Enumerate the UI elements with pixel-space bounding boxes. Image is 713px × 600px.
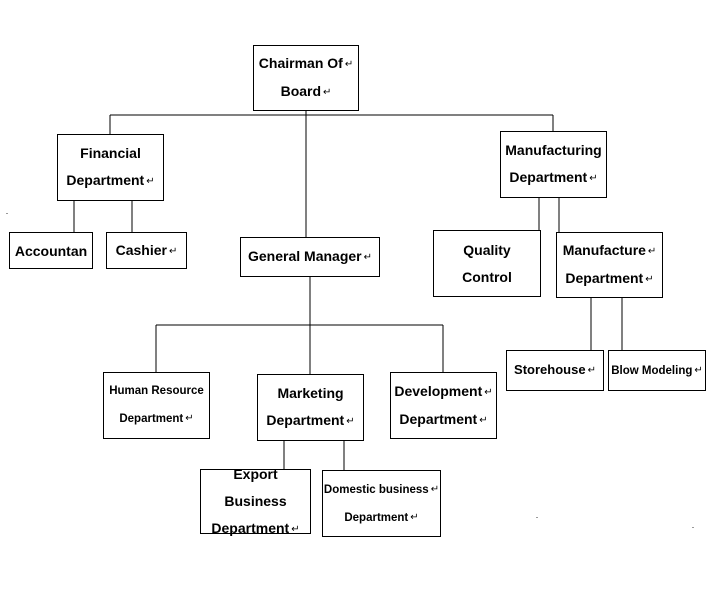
node-label-line: Chairman Of↵ (258, 55, 354, 71)
node-export-business-department: Export Business Department↵ (200, 466, 311, 536)
paragraph-mark: ↵ (323, 87, 332, 98)
node-label-line: Manufacturing (505, 142, 602, 158)
node-label-line: Storehouse↵ (514, 362, 596, 377)
node-blow-modeling: Blow Modeling↵ (608, 350, 706, 391)
node-financial-department: Financial Department↵ (57, 134, 164, 201)
node-storehouse: Storehouse↵ (506, 350, 604, 391)
paragraph-mark: ↵ (479, 414, 488, 426)
paragraph-mark: ↵ (647, 246, 657, 257)
node-label-line: Marketing (277, 385, 344, 401)
node-label-line: Human Resource (109, 385, 204, 397)
paragraph-mark: ↵ (185, 413, 194, 424)
node-label-line: Blow Modeling↵ (611, 364, 703, 377)
node-label-line: Quality (463, 241, 511, 258)
node-general-manager: General Manager↵ (240, 237, 380, 277)
node-label-line: Financial (80, 145, 141, 161)
paragraph-mark: ↵ (146, 176, 155, 187)
node-domestic-business-department: Domestic business↵ Department↵ (322, 470, 441, 537)
node-quality-control: Quality Control (433, 230, 541, 297)
paragraph-mark: ↵ (645, 274, 654, 285)
paragraph-mark: ↵ (168, 245, 178, 257)
node-label-line: General Manager↵ (248, 248, 372, 264)
node-label-line: Department↵ (266, 412, 355, 428)
node-label-line: Export Business (224, 465, 287, 509)
node-manufacture-department: Manufacture↵ Department↵ (556, 232, 663, 298)
node-label-line: Department↵ (344, 511, 419, 524)
node-label-line: Manufacture↵ (562, 242, 657, 258)
paragraph-mark: ↵ (410, 511, 419, 523)
paragraph-mark: ↵ (694, 364, 703, 376)
node-manufacturing-department: Manufacturing Department↵ (500, 131, 607, 198)
node-label-line: Control (462, 268, 512, 285)
node-label-line: Cashier↵ (115, 241, 178, 258)
node-development-department: Development↵ Department↵ (390, 372, 497, 439)
node-label-line: Domestic business↵ (323, 483, 440, 496)
stray-mark (536, 517, 538, 518)
stray-mark (692, 527, 694, 528)
node-label-line: Department↵ (399, 410, 488, 427)
paragraph-mark: ↵ (484, 386, 493, 398)
node-accountant: Accountan (9, 232, 93, 269)
node-chairman-of-board: Chairman Of↵ Board↵ (253, 45, 359, 111)
node-marketing-department: Marketing Department↵ (257, 374, 364, 441)
node-label-line: Department↵ (211, 519, 300, 536)
paragraph-mark: ↵ (344, 59, 354, 70)
node-label-line: Department↵ (119, 413, 194, 425)
node-cashier: Cashier↵ (106, 232, 187, 269)
paragraph-mark: ↵ (291, 523, 300, 535)
paragraph-mark: ↵ (346, 416, 355, 427)
paragraph-mark: ↵ (587, 365, 596, 376)
node-label-line: Department↵ (565, 270, 654, 286)
paragraph-mark: ↵ (430, 483, 440, 495)
node-label-line: Accountan (14, 242, 88, 259)
node-label-line: Department↵ (66, 172, 155, 188)
node-human-resource-department: Human Resource Department↵ (103, 372, 210, 439)
paragraph-mark: ↵ (363, 252, 372, 263)
node-label-line: Development↵ (394, 382, 493, 399)
node-label-line: Board↵ (280, 83, 332, 99)
node-label-line: Department↵ (509, 169, 598, 185)
paragraph-mark: ↵ (589, 173, 598, 184)
stray-mark (6, 213, 8, 214)
